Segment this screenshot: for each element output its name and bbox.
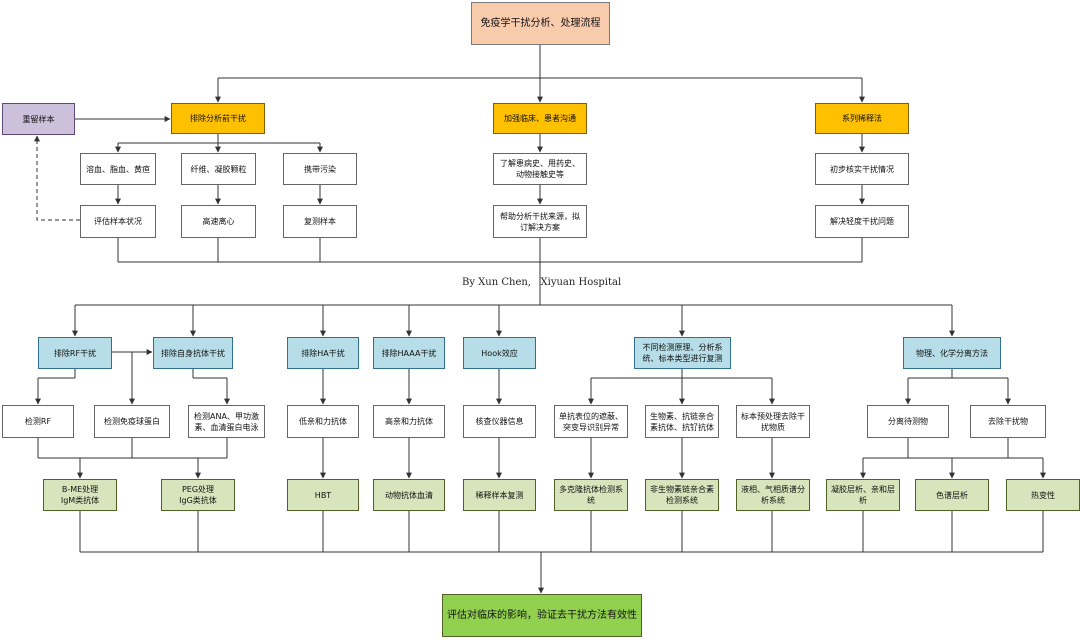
node-detect-ig: 检测免疫球蛋白 (94, 405, 170, 438)
node-exclude-rf: 排除RF干扰 (38, 337, 112, 369)
node-phys-chem-separation: 物理、化学分离方法 (903, 337, 1001, 369)
node-assess-sample: 评估样本状况 (80, 205, 156, 238)
final-node: 评估对临床的影响，验证去干扰方法有效性 (442, 594, 642, 637)
node-high-affinity: 高亲和力抗体 (373, 405, 445, 438)
node-retest-sample: 复测样本 (283, 205, 357, 238)
node-exclude-autoantibody: 排除自身抗体干扰 (153, 337, 233, 369)
node-hemolysis: 溶血、脂血、黄疸 (80, 153, 156, 185)
node-detect-rf: 检测RF (2, 405, 74, 438)
node-exclude-pre: 排除分析前干扰 (171, 103, 265, 134)
node-chromatography: 色谱层析 (915, 479, 989, 511)
title-node: 免疫学干扰分析、处理流程 (471, 2, 610, 45)
node-retest-methods: 不同检测原理、分析系统、标本类型进行复测 (634, 337, 731, 369)
node-heat-denature: 热变性 (1006, 479, 1080, 511)
node-hook-effect: Hook效应 (463, 337, 536, 369)
node-mono-epitope: 单抗表位的遮蔽、突变导识别异常 (554, 405, 628, 438)
node-serial-dilution: 系列稀释法 (815, 103, 909, 134)
node-fibrin: 纤维、凝胶颗粒 (181, 153, 256, 185)
node-solve-light: 解决轻度干扰问题 (815, 205, 909, 238)
node-lc-ms-system: 液相、气相质谱分析系统 (736, 479, 810, 511)
node-pretreat: 标本预处理去除干扰物质 (736, 405, 810, 438)
author-credit: By Xun Chen, Xiyuan Hospital (462, 277, 622, 288)
node-separate-target: 分离待测物 (867, 405, 949, 438)
node-detect-ana: 检测ANA、甲功激素、血清蛋白电泳 (188, 405, 265, 438)
node-gel-affinity-chrom: 凝胶层析、亲和层析 (826, 479, 900, 511)
node-bme-treatment: B-ME处理 IgM类抗体 (43, 479, 117, 511)
node-keep-sample: 重留样本 (2, 103, 75, 135)
node-exclude-haaa: 排除HAAA干扰 (373, 337, 445, 369)
node-peg-treatment: PEG处理 IgG类抗体 (161, 479, 235, 511)
node-biotin-antibody: 生物素、抗链亲合素抗体、抗钌抗体 (645, 405, 719, 438)
node-high-speed-centrifuge: 高速离心 (181, 205, 256, 238)
node-check-instrument: 核查仪器信息 (463, 405, 536, 438)
node-animal-serum: 动物抗体血清 (373, 479, 445, 511)
node-strengthen-comm: 加强临床、患者沟通 (493, 103, 587, 134)
node-remove-interferent: 去除干扰物 (970, 405, 1046, 438)
node-help-analyze: 帮助分析干扰来源，拟订解决方案 (493, 205, 587, 238)
node-polyclonal-system: 多克隆抗体检测系统 (554, 479, 628, 511)
node-low-affinity: 低亲和力抗体 (287, 405, 359, 438)
node-non-biotin-system: 非生物素链亲合素检测系统 (645, 479, 719, 511)
node-know-history: 了解患病史、用药史、动物接触史等 (493, 153, 587, 185)
node-carry-contam: 携带污染 (283, 153, 357, 185)
node-exclude-ha: 排除HA干扰 (287, 337, 359, 369)
node-hbt: HBT (287, 479, 359, 511)
node-initial-check: 初步核实干扰情况 (815, 153, 909, 185)
node-dilute-retest: 稀释样本复测 (463, 479, 536, 511)
